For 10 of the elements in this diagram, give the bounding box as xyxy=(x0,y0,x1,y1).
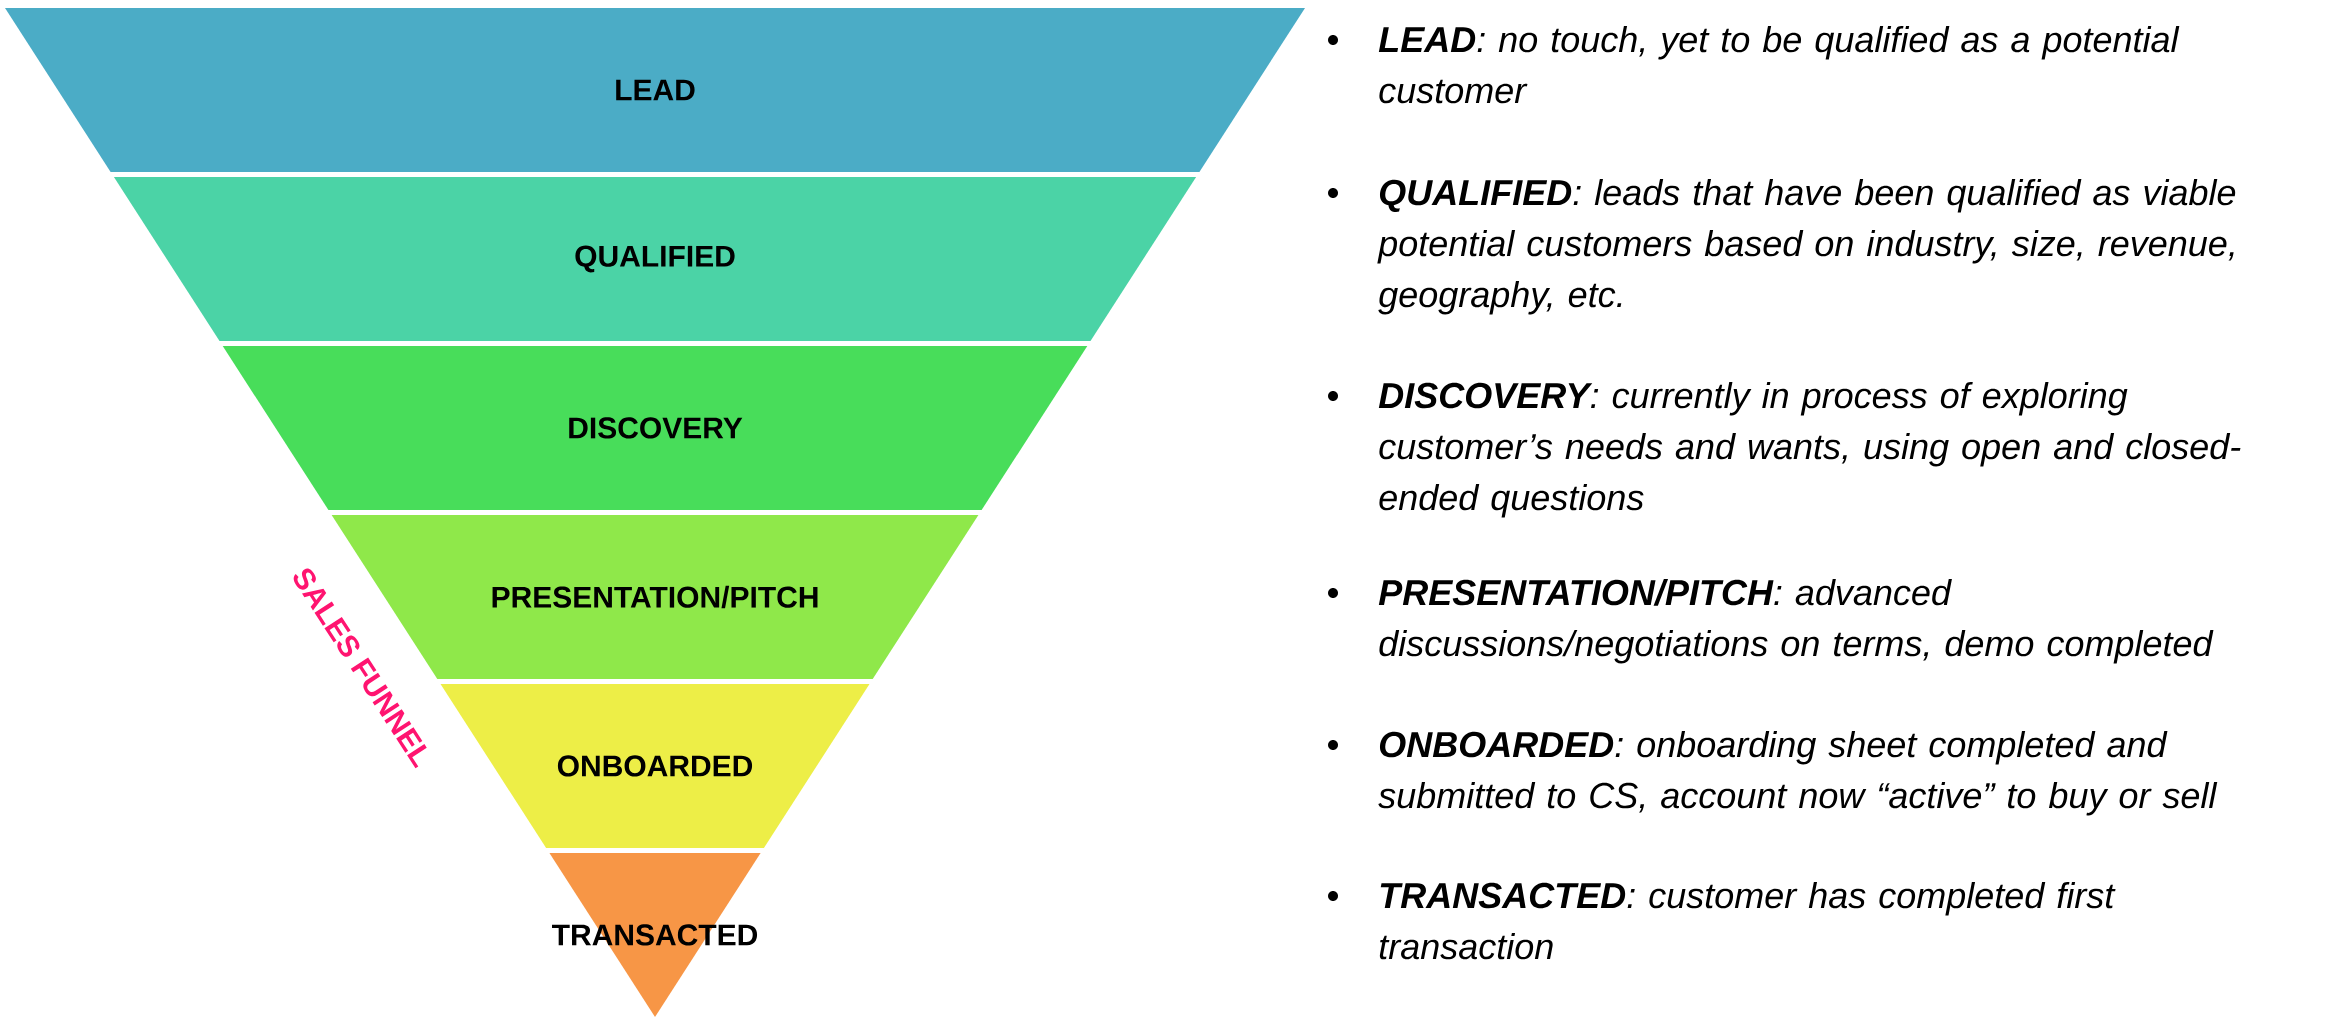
description-text: ONBOARDED: onboarding sheet completed and submitted to CS, account now “active” to buy or sell xyxy=(1378,730,2218,816)
funnel-band: QUALIFIED xyxy=(113,177,1197,341)
description-text: DISCOVERY: currently in process of exploring customer’s needs and wants, using open and closed-ended questions xyxy=(1378,381,2241,518)
description-text: LEAD: no touch, yet to be qualified as a potential customer xyxy=(1378,25,2180,104)
description-text: QUALIFIED: leads that have been qualified as viable potential customers based on industry, size, revenue, geography, etc. xyxy=(1377,178,2236,315)
description-text: TRANSACTED: customer has completed first transaction xyxy=(1379,881,2116,960)
description-text: PRESENTATION/PITCH: advanced discussions/negotiations on terms, demo completed xyxy=(1378,578,2214,664)
funnel-band: LEAD xyxy=(5,8,1305,172)
funnel-band: ONBOARDED xyxy=(440,684,870,848)
funnel-band: DISCOVERY xyxy=(222,346,1088,510)
